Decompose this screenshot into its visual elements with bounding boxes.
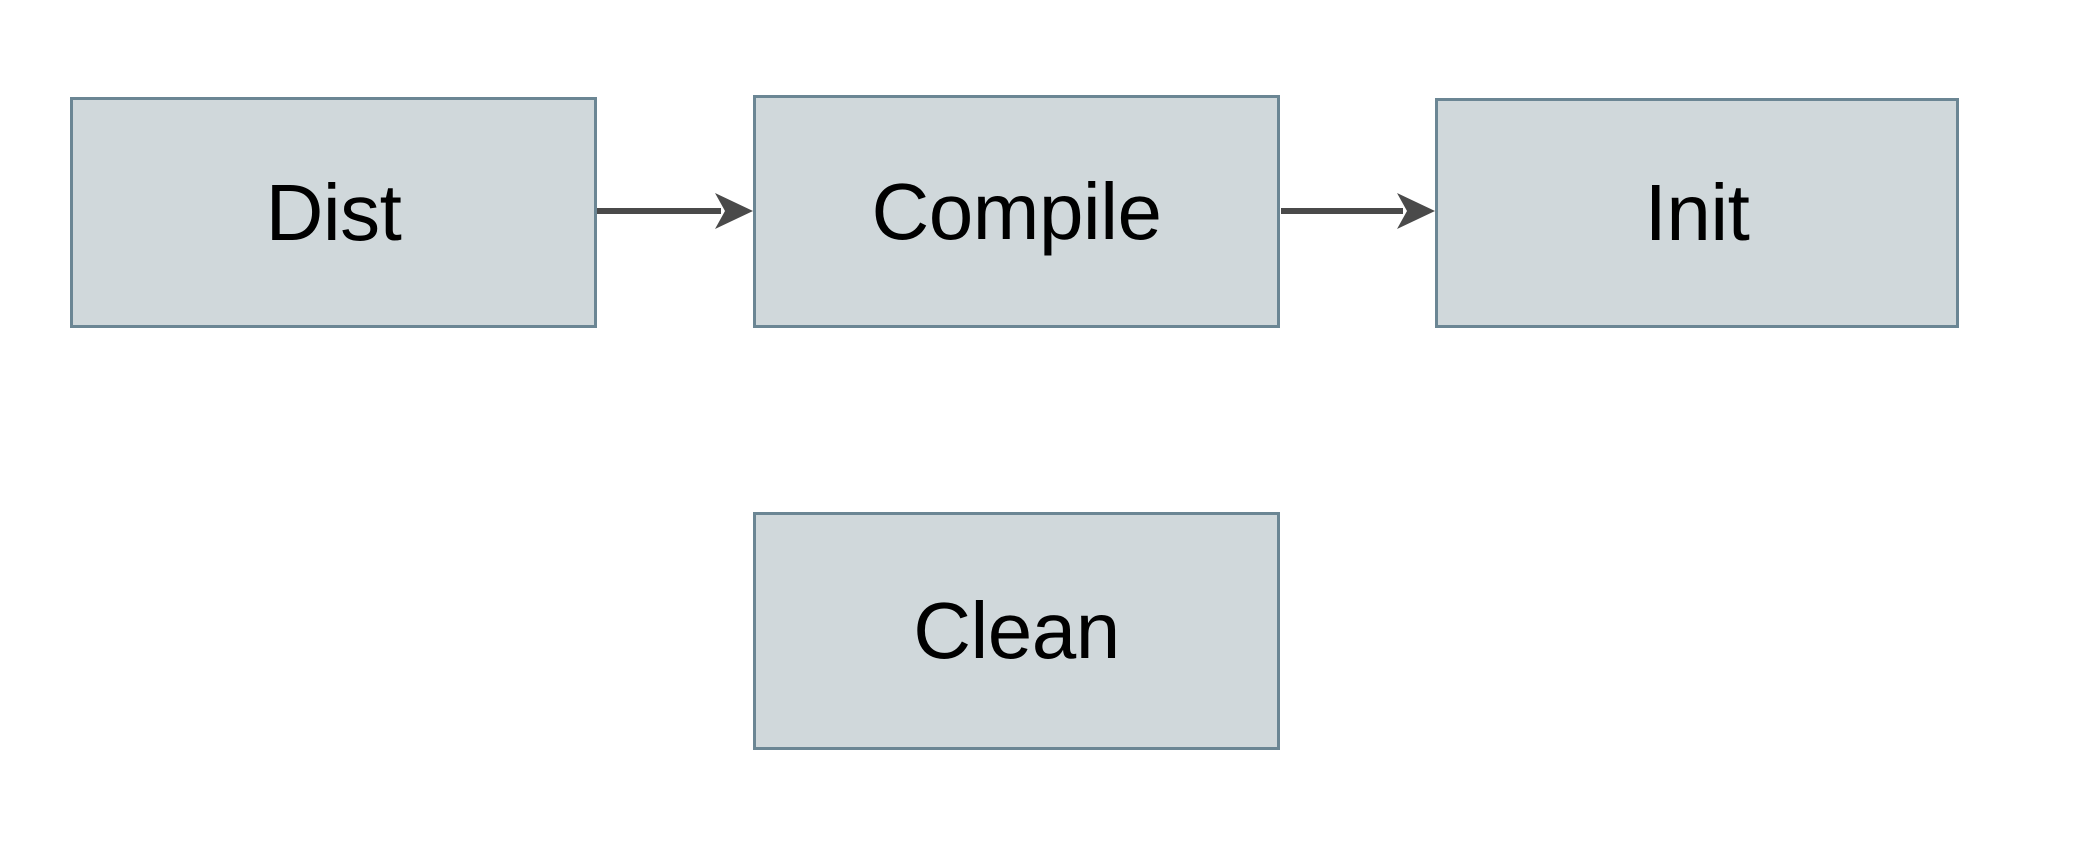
arrowhead-icon <box>715 193 753 229</box>
node-dist-label: Dist <box>265 167 402 257</box>
node-clean-label: Clean <box>913 586 1120 675</box>
edge-compile-to-init[interactable] <box>1281 191 1435 231</box>
node-init[interactable]: Init <box>1435 98 1959 328</box>
node-compile[interactable]: Compile <box>753 95 1280 328</box>
node-compile-label: Compile <box>871 166 1162 256</box>
node-clean[interactable]: Clean <box>753 512 1280 750</box>
edge-dist-to-compile[interactable] <box>597 191 753 231</box>
node-dist[interactable]: Dist <box>70 97 597 328</box>
node-init-label: Init <box>1644 168 1750 257</box>
arrowhead-icon <box>1397 193 1435 229</box>
